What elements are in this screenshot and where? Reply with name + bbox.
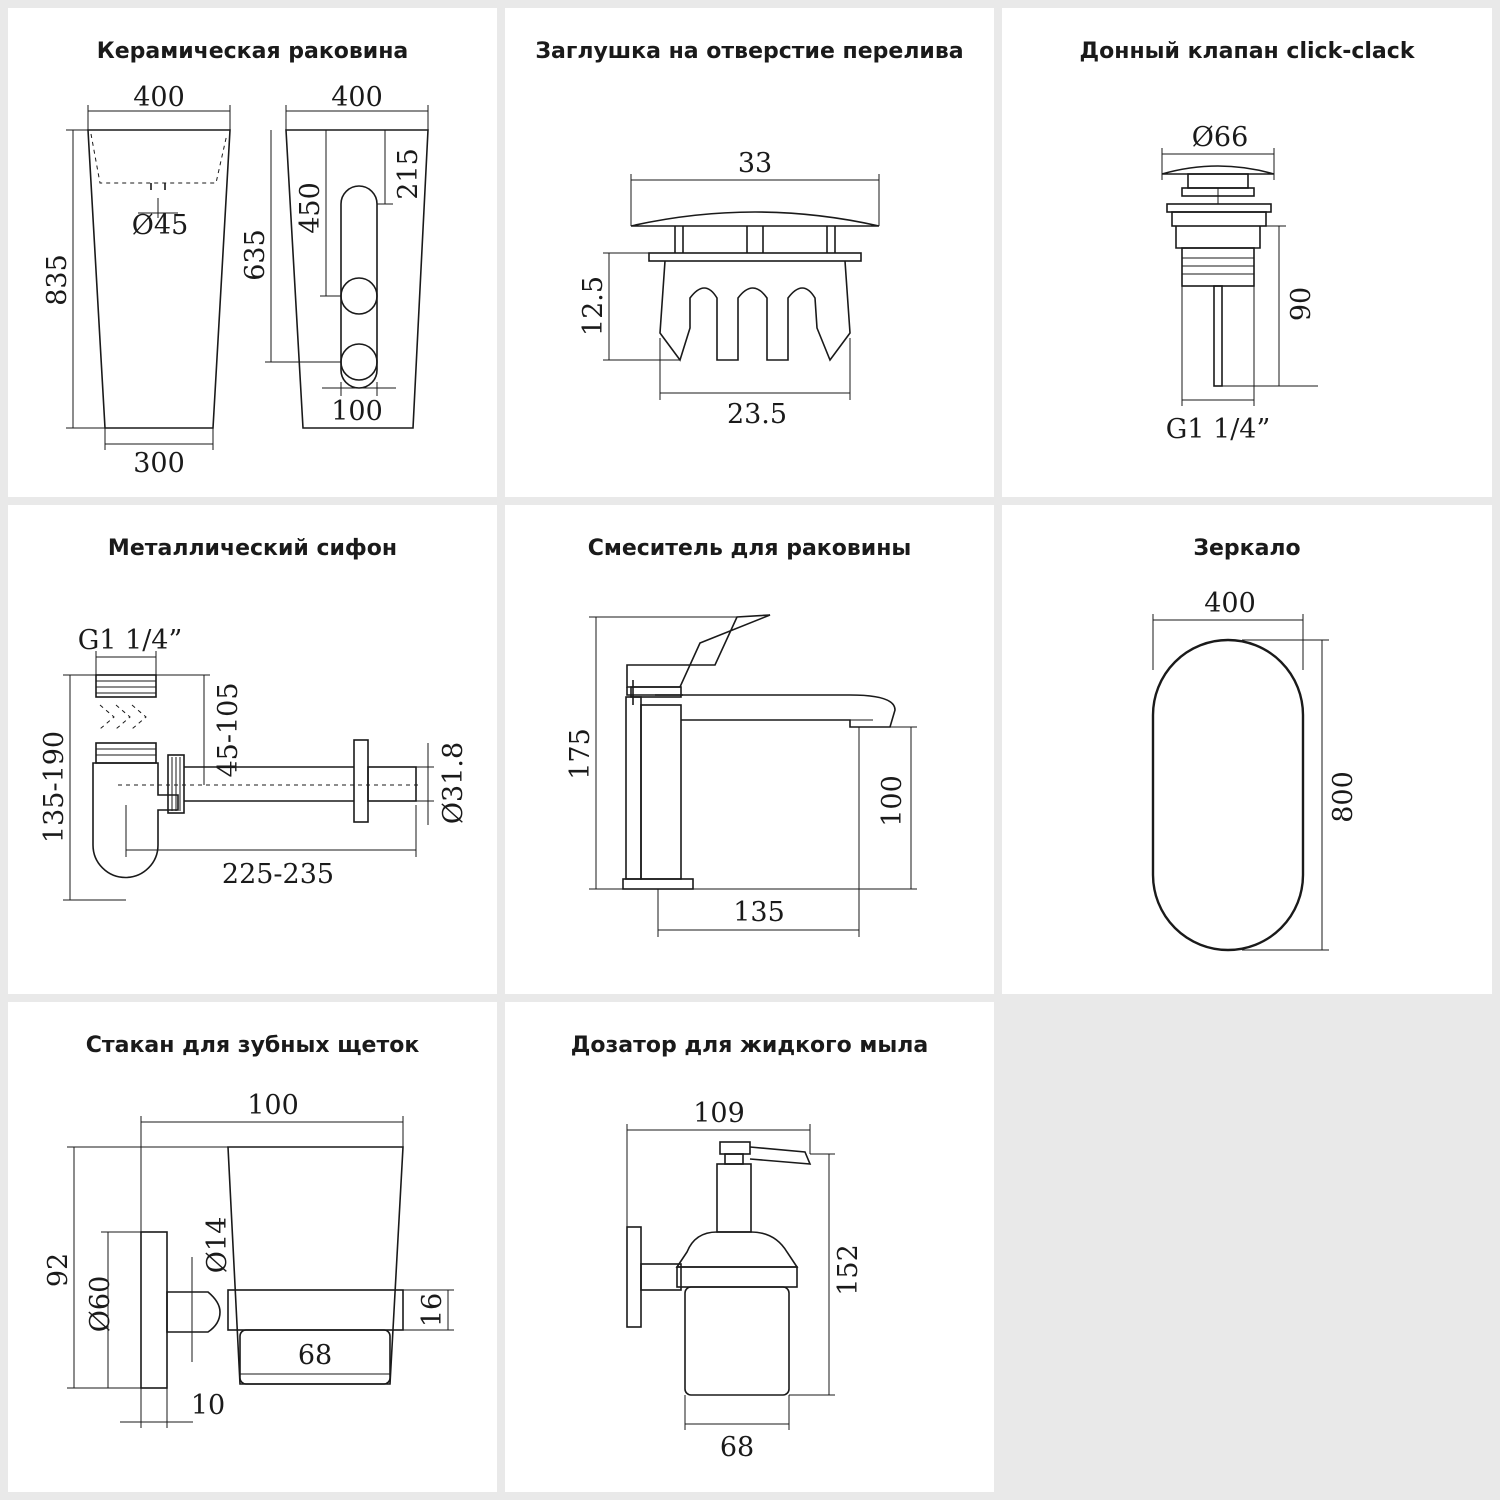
panel-toothbrush-cup: Стакан для зубных щеток 100 92 Ø60: [8, 1002, 497, 1492]
dim-drain: Ø45: [132, 210, 189, 241]
panel-title: Заглушка на отверстие перелива: [535, 39, 964, 64]
ceramic-sink-drawing: 400 Ø45 835 300 400 635: [42, 82, 429, 479]
panel-faucet: Смеситель для раковины 175 100: [505, 505, 994, 994]
soap-dispenser-drawing: 109 152 68: [626, 1098, 864, 1463]
dim-thread: G1 1/4”: [1166, 414, 1271, 445]
dim-height: 12.5: [578, 276, 609, 336]
faucet-drawing: 175 100 135: [565, 614, 917, 937]
dim-ring: 16: [417, 1293, 448, 1327]
dim-diameter: Ø31.8: [438, 742, 469, 824]
dim-width: 109: [693, 1098, 745, 1129]
panel-metal-siphon: Металлический сифон G1 1/4”: [8, 505, 497, 994]
dim-hole-215: 215: [393, 148, 424, 200]
panel-title: Стакан для зубных щеток: [85, 1033, 420, 1058]
panel-mirror: Зеркало 400 800: [1002, 505, 1492, 994]
dim-cup: 68: [298, 1340, 332, 1371]
panel-title: Керамическая раковина: [96, 39, 409, 64]
dim-top-width: 400: [133, 82, 185, 113]
dim-hole-450: 450: [295, 182, 326, 234]
dim-width: 33: [738, 148, 772, 179]
dim-height: 835: [42, 254, 73, 306]
dim-diameter: Ø66: [1192, 122, 1249, 153]
dim-height: 135-190: [39, 731, 70, 843]
panel-soap-dispenser: Дозатор для жидкого мыла 109 152: [505, 1002, 994, 1492]
panel-overflow-cap: Заглушка на отверстие перелива 33 12.5: [505, 8, 994, 497]
dim-thread: G1 1/4”: [78, 625, 183, 656]
dim-height: 92: [43, 1253, 74, 1287]
dim-side-height: 635: [240, 229, 271, 281]
dim-bottom-width: 300: [133, 448, 185, 479]
dim-side-width: 400: [331, 82, 383, 113]
dim-reach: 135: [733, 897, 785, 928]
dim-hole-spacing: 100: [331, 396, 383, 427]
empty-cell: [1002, 1002, 1492, 1492]
dim-height: 152: [833, 1244, 864, 1296]
dim-spout-height: 100: [877, 775, 908, 827]
dim-width: 400: [1204, 588, 1256, 619]
mirror-drawing: 400 800: [1151, 588, 1359, 952]
panel-title: Зеркало: [1193, 536, 1301, 561]
dim-length: 225-235: [222, 859, 334, 890]
panel-title: Донный клапан click-clack: [1079, 39, 1415, 64]
dim-base: Ø60: [85, 1276, 116, 1333]
dim-tube: Ø14: [202, 1217, 233, 1274]
dim-adjust: 45-105: [213, 682, 244, 777]
siphon-drawing: G1 1/4” 135-190: [39, 625, 469, 901]
panel-title: Дозатор для жидкого мыла: [570, 1033, 929, 1058]
overflow-cap-drawing: 33 12.5 23.5: [578, 148, 880, 430]
dim-height: 800: [1328, 771, 1359, 823]
panel-title: Смеситель для раковины: [587, 536, 912, 561]
toothbrush-cup-drawing: 100 92 Ø60 Ø14 16: [43, 1090, 454, 1428]
dim-bottle: 68: [720, 1432, 754, 1463]
dim-offset: 10: [191, 1390, 225, 1421]
panel-ceramic-sink: Керамическая раковина 400 Ø45 835 300: [8, 8, 497, 497]
dim-height: 175: [565, 728, 596, 780]
panel-title: Металлический сифон: [107, 536, 398, 561]
panel-click-clack-valve: Донный клапан click-clack Ø66 90: [1002, 8, 1492, 497]
dim-height: 90: [1286, 287, 1317, 321]
dim-inner-width: 23.5: [727, 399, 787, 430]
click-clack-drawing: Ø66 90 G1 1/4”: [1161, 122, 1318, 445]
dim-width: 100: [247, 1090, 299, 1121]
spec-sheet-grid: Керамическая раковина 400 Ø45 835 300: [8, 8, 1492, 1492]
